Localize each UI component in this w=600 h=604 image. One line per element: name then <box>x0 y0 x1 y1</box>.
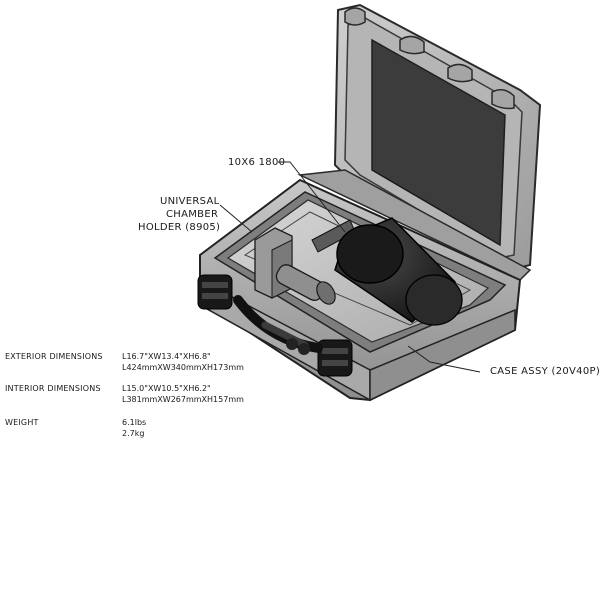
spec-exterior-imperial: L16.7"XW13.4"XH6.8" <box>122 352 211 361</box>
case-rim <box>297 169 532 281</box>
callout-holder-1: UNIVERSAL <box>160 196 220 207</box>
callout-tube: 10X6 1800 <box>228 157 286 168</box>
chamber-holder-part <box>254 227 336 305</box>
spec-interior-imperial: L15.0"XW10.5"XH6.2" <box>122 384 211 393</box>
callout-holder-2: CHAMBER <box>166 209 219 220</box>
latch-right <box>317 339 353 377</box>
spec-interior-metric: L381mmXW267mmXH157mm <box>122 395 244 404</box>
spec-label-weight: WEIGHT <box>5 418 39 427</box>
spec-weight-imperial: 6.1lbs <box>122 418 147 427</box>
latch-left <box>197 274 233 310</box>
callout-holder-3: HOLDER (8905) <box>138 222 221 233</box>
spec-weight-metric: 2.7kg <box>122 429 145 438</box>
case-lid <box>333 3 542 272</box>
carry-handle <box>233 295 323 355</box>
chamber-cylinder-part <box>311 217 463 326</box>
leader-lines <box>219 161 481 373</box>
callout-case: CASE ASSY (20V40P) <box>490 366 600 377</box>
spec-label-interior: INTERIOR DIMENSIONS <box>5 384 101 393</box>
spec-exterior-metric: L424mmXW340mmXH173mm <box>122 363 244 372</box>
spec-label-exterior: EXTERIOR DIMENSIONS <box>5 352 103 361</box>
